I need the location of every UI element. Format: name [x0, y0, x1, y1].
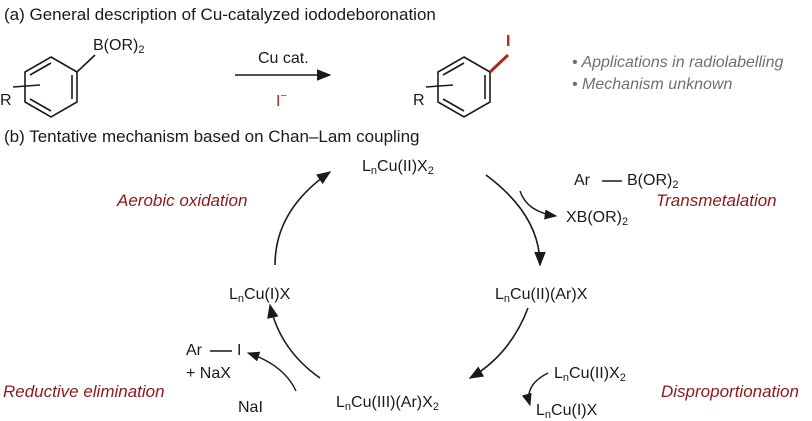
note-mechanism: • Mechanism unknown: [572, 76, 733, 93]
reactant-boronate-group: B(OR)2: [93, 37, 145, 56]
ligand-n: n: [370, 165, 378, 177]
product-iodine: I: [506, 33, 511, 50]
reactant-substituent: R: [0, 92, 12, 109]
boronate-subscript: 2: [138, 44, 145, 56]
transmetalation-side-arrow: [519, 190, 558, 220]
disproportionation-product: LnCu(I)X: [536, 402, 598, 421]
species-body: Cu(II)X: [569, 365, 620, 382]
ligand-n: n: [544, 409, 552, 421]
species-bottom-cu3-ar-x2: LnCu(III)(Ar)X2: [336, 394, 439, 413]
iodide-charge: −: [280, 90, 287, 102]
product-iodine-bond: [488, 53, 510, 74]
species-right-cu2-ar-x: LnCu(II)(Ar)X: [495, 286, 588, 305]
ligand-n: n: [503, 293, 511, 305]
boronic-ester-label: B(OR)2: [627, 172, 679, 191]
boronic-ester-body: B(OR): [627, 172, 673, 189]
ligand-n: n: [344, 401, 352, 413]
species-body: Cu(I)X: [244, 286, 291, 303]
step-aerobic-oxidation: Aerobic oxidation: [117, 191, 248, 210]
ligand-L: L: [495, 286, 504, 303]
species-top-cu2x2: LnCu(II)X2: [362, 158, 434, 177]
ligand-L: L: [536, 402, 545, 419]
reductive-elimination-side-arrow: [246, 351, 297, 392]
section-a-heading: (a) General description of Cu-catalyzed …: [4, 5, 436, 24]
species-x-count: 2: [432, 401, 439, 413]
species-body: Cu(I)X: [551, 402, 598, 419]
note-radiolabelling-text: Applications in radiolabelling: [581, 54, 784, 71]
species-body: Cu(II)(Ar)X: [510, 286, 588, 303]
disproportionation-reagent: LnCu(II)X2: [554, 365, 626, 384]
species-x-count: 2: [427, 165, 434, 177]
disproportionation-side-arrow: [521, 372, 549, 407]
species-left-cu1x: LnCu(I)X: [229, 286, 291, 305]
species-body: Cu(II)X: [377, 158, 428, 175]
ar-label-product: Ar: [186, 342, 202, 359]
note-radiolabelling: • Applications in radiolabelling: [572, 54, 784, 71]
ligand-L: L: [336, 394, 345, 411]
iodide-symbol: I: [276, 93, 281, 110]
boronic-ester-sub: 2: [672, 179, 679, 191]
catalytic-cycle-arrows: [267, 171, 546, 379]
product-substituent: R: [413, 92, 425, 109]
iodine-label-product: I: [237, 342, 242, 359]
xb-byproduct: XB(OR)2: [566, 209, 629, 228]
section-b-heading: (b) Tentative mechanism based on Chan–La…: [4, 127, 420, 146]
xb-body: XB(OR): [566, 209, 622, 226]
nai-reagent: NaI: [238, 399, 263, 416]
arrow-reagent-bottom: I−: [276, 91, 287, 110]
xb-sub: 2: [622, 216, 629, 228]
ligand-L: L: [229, 286, 238, 303]
boronate-main: B(OR): [93, 37, 139, 54]
step-transmetalation: Transmetalation: [656, 191, 777, 210]
note-mechanism-text: Mechanism unknown: [582, 76, 733, 93]
step-reductive-elimination: Reductive elimination: [3, 382, 165, 401]
step-disproportionation: Disproportionation: [661, 382, 799, 401]
arrow-reagent-top: Cu cat.: [258, 50, 309, 67]
nax-byproduct: + NaX: [186, 365, 231, 382]
reactant-benzene-ring: [12, 54, 96, 118]
ligand-n: n: [237, 293, 245, 305]
ligand-L: L: [362, 158, 371, 175]
species-body: Cu(III)(Ar)X: [351, 394, 433, 411]
ligand-L: L: [554, 365, 563, 382]
product-benzene-ring: [425, 56, 491, 118]
ar-label-transmetalation: Ar: [574, 172, 590, 189]
ligand-n: n: [562, 372, 570, 384]
species-x-count: 2: [619, 372, 626, 384]
